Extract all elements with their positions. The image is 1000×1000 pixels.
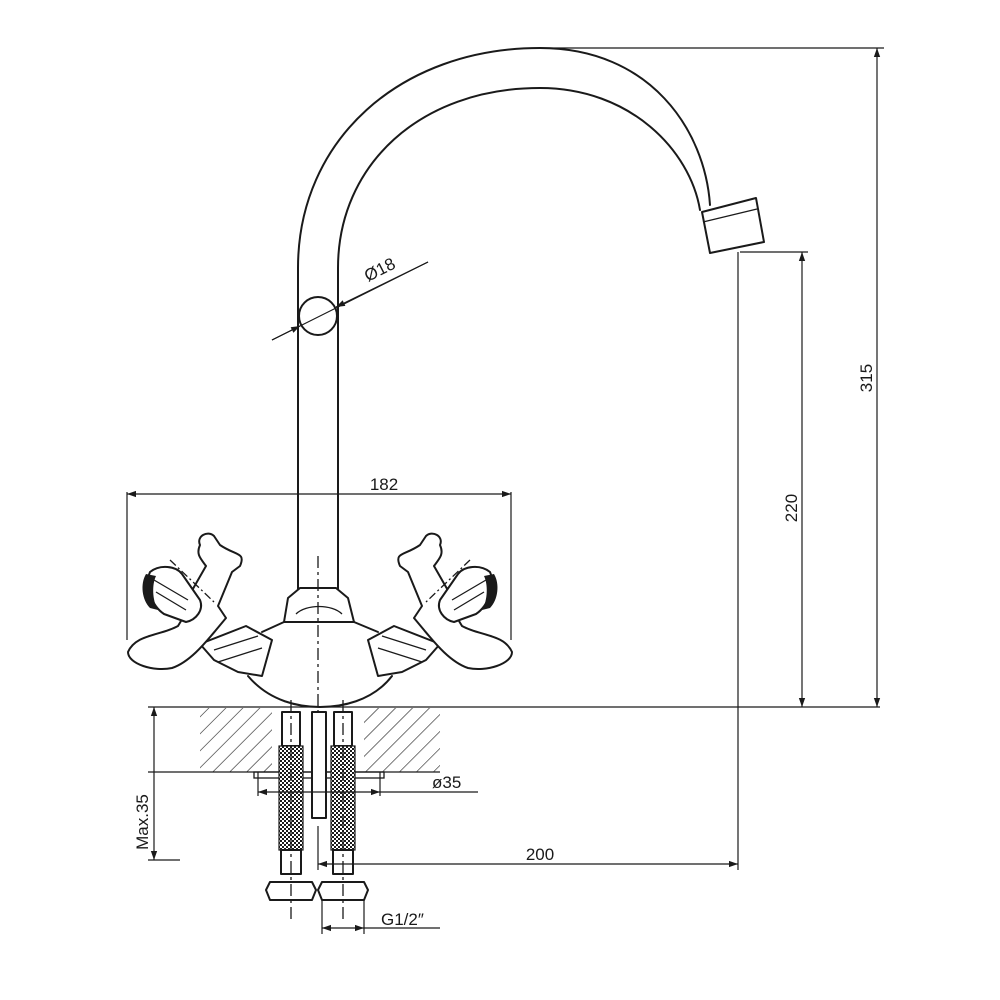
supply-hoses	[265, 711, 369, 901]
aerator	[701, 197, 765, 254]
spout-height-dimension: 220	[740, 251, 808, 707]
hole-diameter-dimension: ø35	[257, 772, 478, 796]
spout-reach-dimension: 200	[317, 252, 739, 870]
max-thickness-label: Max.35	[133, 794, 152, 850]
total-height-dimension: 315	[540, 47, 884, 707]
centerlines	[290, 556, 344, 920]
pipe-diameter-label: Ø18	[361, 254, 398, 286]
left-handle	[127, 532, 243, 670]
right-handle	[397, 532, 513, 670]
total-height-label: 315	[857, 364, 876, 392]
countertop	[148, 706, 880, 779]
hole-diameter-label: ø35	[432, 773, 461, 792]
handle-span-dimension: 182	[126, 475, 512, 640]
handle-span-label: 182	[370, 475, 398, 494]
connection-thread-dimension: G1/2″	[321, 900, 440, 934]
spout-height-label: 220	[782, 494, 801, 522]
spout	[297, 47, 765, 591]
max-thickness-dimension: Max.35	[133, 707, 180, 861]
pipe-diameter-dimension: Ø18	[271, 254, 429, 341]
faucet-body	[199, 587, 441, 708]
connection-thread-label: G1/2″	[381, 910, 424, 929]
spout-collar	[283, 587, 355, 623]
mounting-stud	[311, 711, 327, 819]
spout-reach-label: 200	[526, 845, 554, 864]
